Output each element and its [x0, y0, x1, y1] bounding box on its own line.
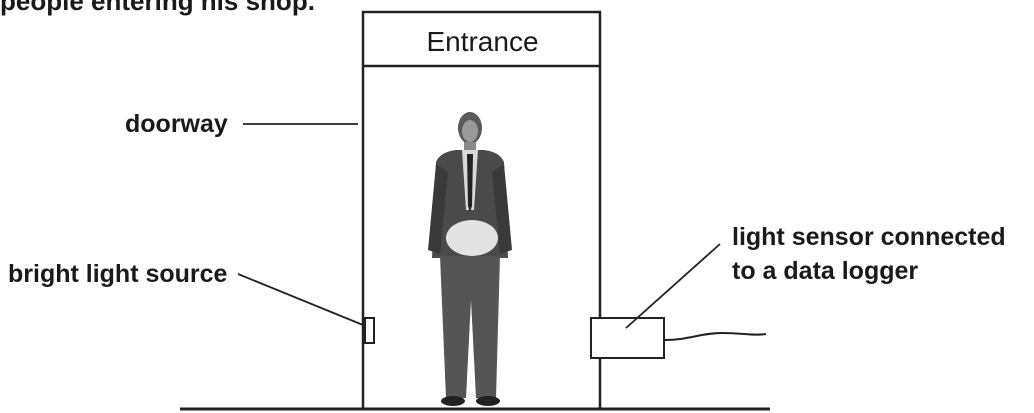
- sensor-label-line-1: light sensor connected: [732, 225, 1006, 250]
- light-source-label: bright light source: [8, 262, 227, 287]
- light-sensor-icon: [591, 318, 664, 358]
- sensor-cable: [664, 333, 766, 340]
- standing-man-icon: [428, 112, 512, 406]
- sensor-leader-line: [626, 244, 720, 328]
- light-source-leader-line: [238, 274, 363, 325]
- entrance-sign-label: Entrance: [365, 28, 600, 56]
- sensor-label-line-2: to a data logger: [732, 259, 918, 284]
- doorway-label: doorway: [125, 112, 228, 137]
- light-source-icon: [365, 318, 374, 343]
